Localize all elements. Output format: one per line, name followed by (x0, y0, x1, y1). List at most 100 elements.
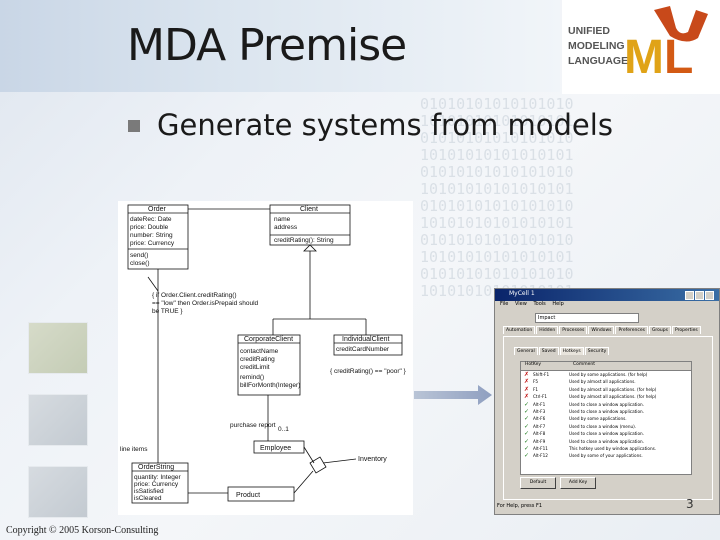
col-hotkey[interactable]: HotKey (525, 362, 542, 367)
tab-saved[interactable]: Saved (538, 347, 559, 355)
uml-individual-attr: creditCardNumber (336, 346, 390, 353)
tab-general[interactable]: General (514, 347, 538, 355)
tab-groups[interactable]: Groups (648, 326, 671, 334)
status-bar: For Help, press F1 (497, 503, 543, 509)
logo-line-modeling: MODELING (568, 40, 625, 52)
profile-combo[interactable]: Impact (535, 313, 639, 323)
comment-cell: Used to close a window application. (569, 438, 645, 444)
uml-corporate-title: CorporateClient (244, 336, 293, 343)
hotkey-value: F5 (533, 379, 539, 385)
comment-cell: Used to close a window (menu). (569, 423, 637, 429)
comment-cell: Used by some of your applications. (569, 453, 643, 459)
hotkey-cell: ✓Alt-F9 (521, 438, 569, 445)
uml-order-op: send() (130, 252, 148, 259)
hotkey-value: Alt-F1 (533, 401, 546, 407)
decorative-squares (28, 322, 88, 538)
comment-cell: Used to close a window application. (569, 431, 645, 437)
menu-tools[interactable]: Tools (533, 301, 546, 307)
logo-u-icon (654, 6, 708, 42)
hotkey-cell: ✗F1 (521, 386, 569, 393)
close-icon[interactable] (705, 291, 714, 300)
uml-employee-title: Employee (260, 445, 291, 452)
check-icon: ✓ (524, 430, 530, 438)
hotkey-cell: ✓Alt-F3 (521, 408, 569, 415)
uml-corporate-attr: contactName (240, 348, 279, 355)
comment-cell: Used to close a window application. (569, 408, 645, 414)
decorative-square (28, 394, 88, 446)
comment-cell: This hotkey used by window applications. (569, 445, 657, 451)
menu-bar: File View Tools Help (495, 301, 719, 311)
hotkey-cell: ✓Alt-F1 (521, 401, 569, 408)
uml-purchase-label: purchase report (230, 422, 276, 429)
tab-hidden[interactable]: Hidden (536, 326, 559, 334)
uml-orderstring-attr: isSatisfied (134, 488, 164, 495)
hotkey-cell: ✓Alt-F7 (521, 423, 569, 430)
tab-hotkeys[interactable]: Hotkeys (559, 347, 584, 355)
tab-processes[interactable]: Processes (559, 326, 588, 334)
hotkey-value: F1 (533, 386, 539, 392)
page-number: 3 (686, 497, 694, 511)
col-comment[interactable]: Comment (573, 362, 596, 367)
uml-note-line: be TRUE } (152, 308, 183, 315)
logo-line-unified: UNIFIED (568, 25, 610, 37)
uml-individual-note: { creditRating() == "poor" } (330, 368, 407, 375)
default-button[interactable]: Default (520, 477, 556, 489)
hotkey-value: Shift-F1 (533, 372, 550, 377)
logo-l: L (663, 31, 694, 84)
uml-orderstring-attr: price: Currency (134, 481, 179, 488)
menu-help[interactable]: Help (552, 301, 564, 307)
uml-orderstring-title: OrderString (138, 464, 174, 471)
table-row[interactable]: ✗Ctrl-F1 Used by almost all applications.… (521, 393, 691, 400)
uml-product-title: Product (236, 492, 260, 499)
cross-icon: ✗ (524, 378, 530, 386)
logo-ml: ML (624, 34, 693, 82)
hotkey-value: Alt-F3 (533, 408, 546, 414)
tab-automation[interactable]: Automation (503, 326, 536, 334)
uml-orderstring-attr: isCleared (134, 495, 162, 502)
transform-arrow-icon (414, 385, 492, 405)
add-key-button[interactable]: Add Key (560, 477, 596, 489)
menu-file[interactable]: File (500, 301, 509, 307)
check-icon: ✓ (524, 444, 530, 452)
bullet-square-icon (128, 120, 140, 132)
comment-cell: Used by almost all applications. (569, 379, 636, 385)
uml-corporate-attr: billForMonth(Integer) (240, 382, 300, 389)
hotkey-value: Alt-F9 (533, 438, 546, 444)
comment-cell: Used by almost all applications. (for he… (569, 394, 657, 400)
tab-properties[interactable]: Properties (671, 326, 701, 334)
cross-icon: ✗ (524, 393, 530, 401)
uml-order-attr: number: String (130, 232, 173, 239)
uml-diagram-svg: Order dateRec: Date price: Double number… (120, 204, 407, 504)
uml-logo: UNIFIED MODELING LANGUAGE ML (562, 0, 720, 94)
tab-windows[interactable]: Windows (588, 326, 615, 334)
minimize-icon[interactable] (685, 291, 694, 300)
uml-order-title: Order (148, 206, 167, 213)
menu-view[interactable]: View (514, 301, 527, 307)
hotkey-cell: ✓Alt-F8 (521, 430, 569, 437)
uml-order-attr: price: Currency (130, 240, 175, 247)
hotkey-cell: ✗F5 (521, 378, 569, 385)
uml-note-line: == "low" then Order.isPrepaid should (152, 300, 259, 307)
uml-order-op: close() (130, 260, 150, 267)
tab-security[interactable]: Security (584, 347, 610, 355)
uml-order-attr: price: Double (130, 224, 169, 231)
uml-orderstring-attr: quantity: Integer (134, 474, 181, 481)
maximize-icon[interactable] (695, 291, 704, 300)
tab-preferences[interactable]: Preferences (615, 326, 648, 334)
hotkey-value: Alt-F8 (533, 431, 546, 437)
hotkey-value: Ctrl-F1 (533, 394, 548, 400)
comment-cell: Used by some applications. (569, 416, 627, 422)
